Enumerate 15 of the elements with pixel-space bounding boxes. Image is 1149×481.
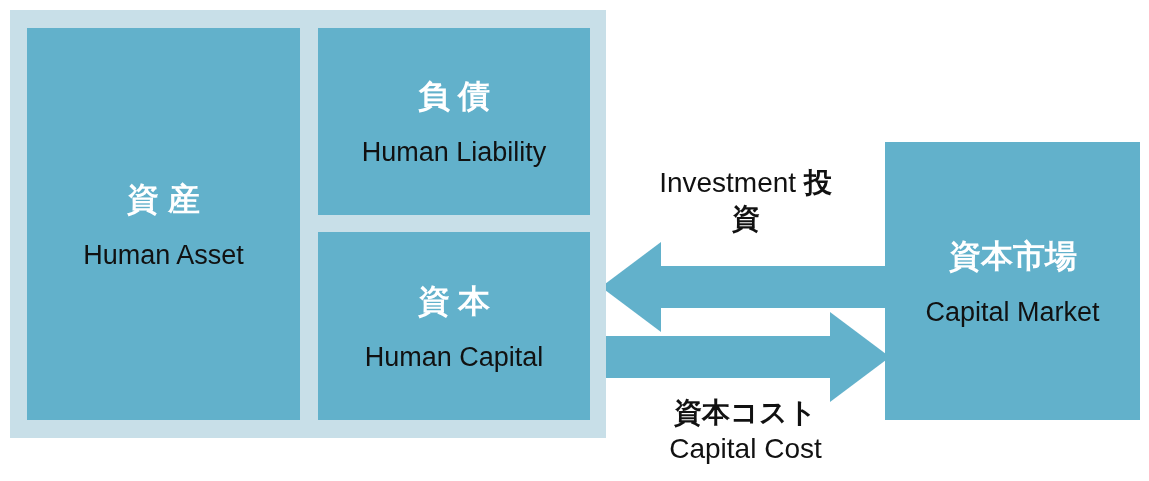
panel-background bbox=[10, 10, 606, 438]
block-subtitle: Human Asset bbox=[83, 239, 244, 271]
block-subtitle: Capital Market bbox=[925, 296, 1100, 328]
block-title: 資本市場 bbox=[948, 236, 1077, 276]
arrow-label: Investment 投資 bbox=[658, 166, 833, 237]
block-subtitle: Human Capital bbox=[364, 341, 544, 373]
block bbox=[27, 28, 300, 420]
arrow-label: 資本コスト Capital Cost bbox=[668, 396, 823, 467]
block bbox=[885, 142, 1140, 420]
block-title: 資 産 bbox=[127, 179, 200, 219]
block-subtitle: Human Liability bbox=[361, 137, 547, 168]
block bbox=[318, 28, 590, 215]
block-title: 負 債 bbox=[417, 77, 491, 116]
block-title: 資 本 bbox=[417, 281, 491, 321]
block bbox=[318, 232, 590, 420]
